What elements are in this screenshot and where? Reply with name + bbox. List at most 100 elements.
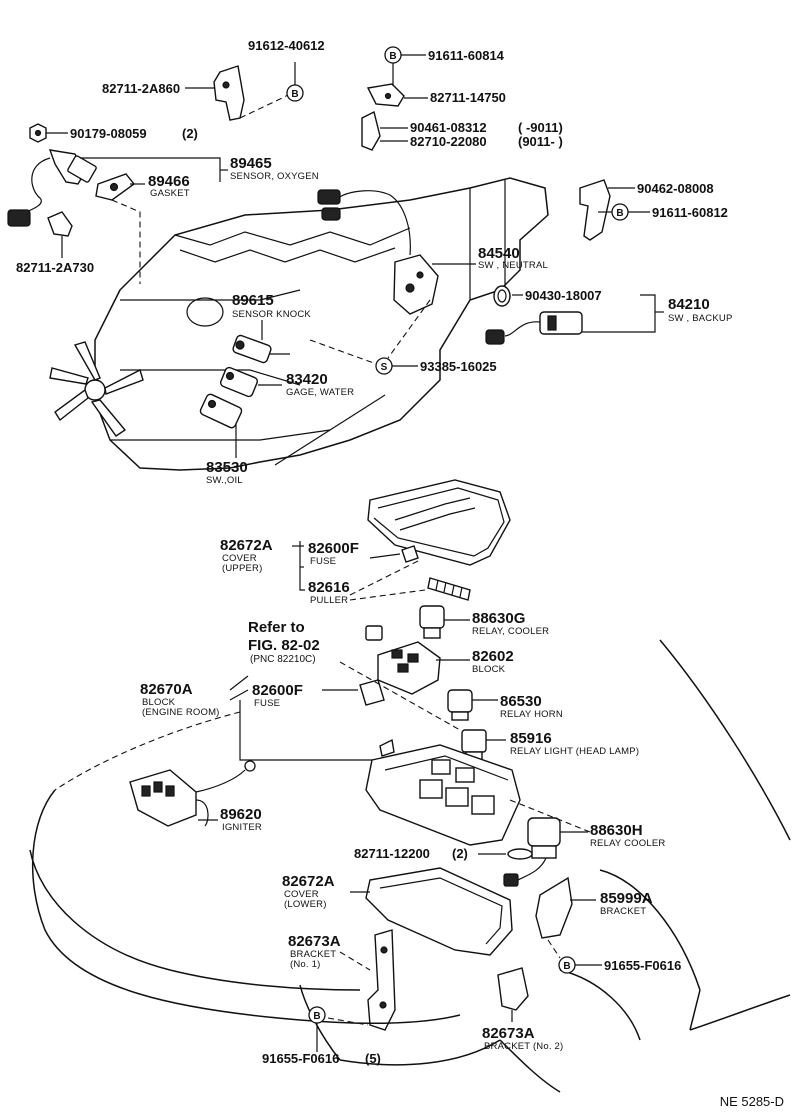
nut-icon (29, 123, 47, 143)
svg-text:89615: 89615 (232, 292, 274, 309)
callout-91611-60812: 91611-60812 (652, 205, 728, 220)
svg-text:B: B (389, 51, 396, 62)
bracket-82711-14750-icon (366, 83, 405, 107)
relay-block-icon (377, 641, 441, 695)
fan-icon (49, 341, 144, 437)
svg-text:(No. 1): (No. 1) (290, 959, 320, 970)
svg-text:91612-40612: 91612-40612 (248, 38, 325, 53)
callout-84210: 84210 SW , BACKUP (668, 296, 733, 324)
svg-text:S: S (381, 362, 388, 373)
svg-text:Refer to: Refer to (248, 619, 305, 636)
bracket-85999a-icon (535, 876, 573, 939)
connector-12200-icon (507, 848, 533, 860)
svg-text:82616: 82616 (308, 579, 350, 596)
svg-text:85916: 85916 (510, 730, 552, 747)
svg-text:(ENGINE ROOM): (ENGINE ROOM) (142, 707, 220, 718)
callout-89615: 89615 SENSOR KNOCK (232, 292, 311, 320)
svg-text:82600F: 82600F (308, 540, 359, 557)
callout-90461-08312: 90461-08312 ( -9011) (410, 120, 563, 135)
bracket-90462-icon (579, 179, 611, 241)
svg-text:IGNITER: IGNITER (222, 822, 262, 833)
clamp-90461-icon (361, 110, 381, 151)
callout-89620: 89620 IGNITER (220, 806, 262, 833)
svg-text:89466: 89466 (148, 173, 190, 190)
svg-text:90462-08008: 90462-08008 (637, 181, 714, 196)
svg-text:88630H: 88630H (590, 822, 643, 839)
reference-note: Refer to FIG. 82-02 (PNC 82210C) (248, 619, 320, 665)
svg-text:SW , BACKUP: SW , BACKUP (668, 313, 733, 324)
callout-91611-60814: 91611-60814 (428, 48, 505, 63)
svg-text:85999A: 85999A (600, 890, 653, 907)
svg-text:(PNC 82210C): (PNC 82210C) (250, 654, 316, 665)
svg-text:90461-08312: 90461-08312 (410, 120, 487, 135)
engine-outline (94, 177, 549, 471)
callout-84540: 84540 SW , NEUTRAL (478, 245, 548, 271)
svg-text:82711-2A730: 82711-2A730 (16, 260, 94, 275)
upper-cover-icon (367, 479, 511, 566)
callout-90430-18007: 90430-18007 (525, 288, 602, 303)
svg-text:BRACKET (No. 2): BRACKET (No. 2) (484, 1041, 563, 1052)
relay-cooler-g-icon (419, 605, 445, 639)
callout-88630h: 88630H RELAY COOLER (590, 822, 665, 849)
callout-82600f-upper: 82600F FUSE (308, 540, 359, 567)
callout-82711-14750: 82711-14750 (430, 90, 506, 105)
svg-text:82711-12200: 82711-12200 (354, 846, 430, 861)
svg-text:(2): (2) (182, 126, 198, 141)
svg-text:82673A: 82673A (482, 1025, 535, 1042)
backup-switch-icon (485, 311, 583, 345)
mark-b-1: B (286, 84, 304, 102)
callout-90179-08059: 90179-08059 (2) (70, 126, 198, 141)
svg-text:82672A: 82672A (220, 537, 273, 554)
svg-text:SW , NEUTRAL: SW , NEUTRAL (478, 260, 548, 271)
puller-icon (427, 577, 471, 601)
svg-text:82602: 82602 (472, 648, 514, 665)
svg-text:BLOCK: BLOCK (472, 664, 506, 675)
igniter-icon (129, 760, 256, 827)
svg-text:RELAY HORN: RELAY HORN (500, 709, 563, 720)
callout-82711-2a860: 82711-2A860 (102, 81, 180, 96)
callout-90462-08008: 90462-08008 (637, 181, 714, 196)
svg-text:B: B (563, 961, 570, 972)
knock-sensor-icon (232, 334, 272, 364)
svg-text:RELAY COOLER: RELAY COOLER (590, 838, 665, 849)
svg-text:BRACKET: BRACKET (290, 949, 336, 960)
svg-text:FUSE: FUSE (310, 556, 336, 567)
callout-83420: 83420 GAGE, WATER (286, 371, 354, 398)
svg-text:82672A: 82672A (282, 873, 335, 890)
svg-text:84210: 84210 (668, 296, 710, 313)
svg-text:82711-2A860: 82711-2A860 (102, 81, 180, 96)
svg-text:FIG. 82-02: FIG. 82-02 (248, 637, 320, 654)
callout-85999a: 85999A BRACKET (600, 890, 653, 917)
mark-b-2: B (384, 46, 402, 64)
svg-text:SENSOR KNOCK: SENSOR KNOCK (232, 309, 311, 320)
callout-82711-12200: 82711-12200 (2) (354, 846, 468, 861)
svg-text:(LOWER): (LOWER) (284, 899, 327, 910)
svg-text:BRACKET: BRACKET (600, 906, 646, 917)
callout-82600f-lower: 82600F FUSE (252, 682, 303, 709)
svg-text:82600F: 82600F (252, 682, 303, 699)
callout-82711-2a730: 82711-2A730 (16, 260, 94, 275)
mark-b-4: B (558, 956, 576, 974)
svg-text:SENSOR, OXYGEN: SENSOR, OXYGEN (230, 171, 319, 182)
vehicle-body-outline (29, 639, 791, 1093)
relay-horn-icon (447, 689, 473, 721)
svg-text:(9011- ): (9011- ) (518, 134, 563, 149)
svg-text:82711-14750: 82711-14750 (430, 90, 506, 105)
svg-text:82710-22080: 82710-22080 (410, 134, 487, 149)
svg-text:88630G: 88630G (472, 610, 525, 627)
fuse-ref-icon (365, 625, 383, 641)
callout-82672a-upper: 82672A COVER (UPPER) (220, 537, 273, 574)
callout-82670a: 82670A BLOCK (ENGINE ROOM) (140, 681, 220, 718)
svg-text:90430-18007: 90430-18007 (525, 288, 602, 303)
lower-cover-icon (365, 867, 513, 956)
fuse-small-icon (401, 545, 419, 563)
gasket-icon (95, 173, 136, 201)
svg-text:BLOCK: BLOCK (142, 697, 176, 708)
svg-text:B: B (313, 1011, 320, 1022)
svg-text:91655-F0616: 91655-F0616 (604, 958, 681, 973)
clip-82711-2a730-icon (47, 211, 73, 237)
relay-light-icon (461, 729, 487, 761)
svg-text:86530: 86530 (500, 693, 542, 710)
svg-text:82670A: 82670A (140, 681, 193, 698)
callout-85916: 85916 RELAY LIGHT (HEAD LAMP) (510, 730, 639, 757)
